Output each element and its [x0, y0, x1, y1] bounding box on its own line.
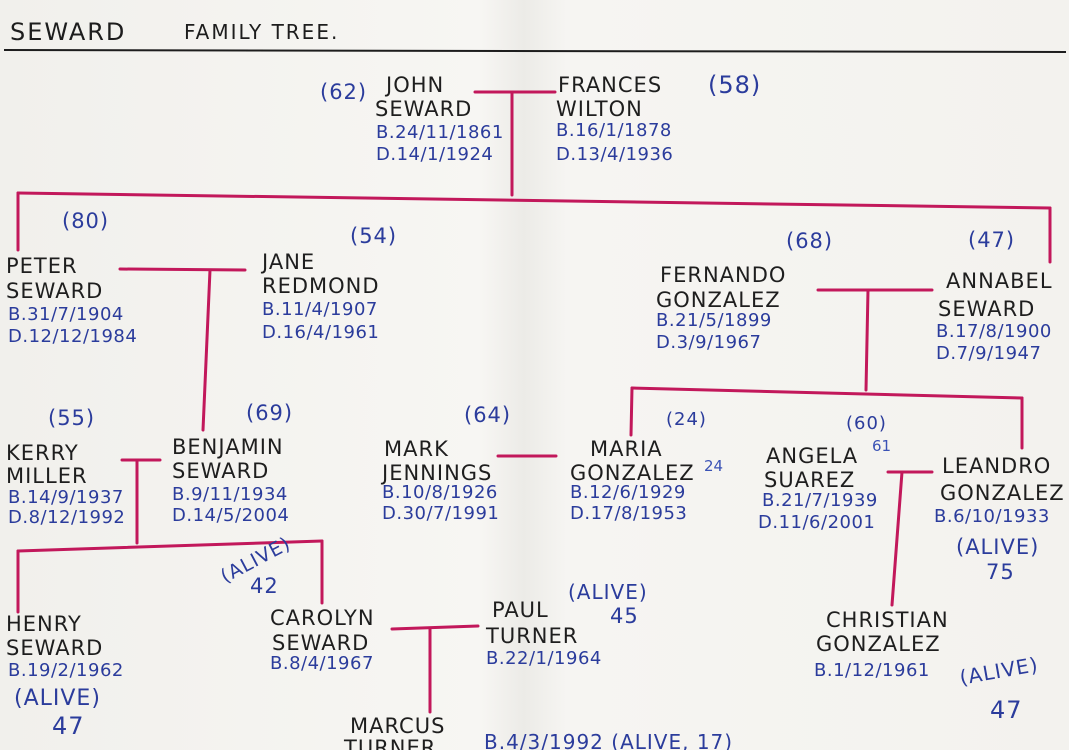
link-carolyn-paul [390, 624, 480, 631]
maria-birth: B.12/6/1929 [570, 482, 686, 503]
frances-death: D.13/4/1936 [556, 144, 674, 165]
peter-age: (80) [62, 209, 110, 233]
christian-birth: B.1/12/1961 [814, 660, 930, 681]
henry-first-name: HENRY [6, 612, 82, 636]
leandro-birth: B.6/10/1933 [934, 506, 1050, 527]
kerry-death: D.8/12/1992 [8, 507, 126, 528]
link-gonzalez-bar [630, 386, 1024, 400]
john-age: (62) [320, 80, 368, 104]
peter-first-name: PETER [6, 254, 78, 278]
maria-surname: GONZALEZ [570, 461, 695, 485]
carolyn-surname: SEWARD [272, 631, 370, 655]
marcus-first-name: MARCUS [350, 714, 446, 738]
fernando-birth: B.21/5/1899 [656, 310, 772, 331]
frances-first-name: FRANCES [558, 73, 663, 97]
maria-death: D.17/8/1953 [570, 503, 688, 524]
mark-age: (64) [464, 403, 512, 427]
annabel-first-name: ANNABEL [946, 269, 1053, 293]
leandro-status: (ALIVE) [956, 535, 1040, 559]
benjamin-birth: B.9/11/1934 [172, 484, 288, 505]
jane-birth: B.11/4/1907 [262, 299, 378, 320]
angela-surname: SUAREZ [764, 468, 856, 492]
peter-surname: SEWARD [6, 279, 104, 303]
henry-surname: SEWARD [6, 636, 104, 660]
benjamin-age: (69) [246, 401, 294, 425]
angela-death: D.11/6/2001 [758, 512, 876, 533]
leandro-surname: GONZALEZ [940, 481, 1065, 505]
paul-birth: B.22/1/1964 [486, 648, 602, 669]
annabel-birth: B.17/8/1900 [936, 321, 1052, 342]
maria-age: (24) [666, 409, 707, 430]
frances-surname: WILTON [556, 97, 643, 121]
jane-age: (54) [350, 224, 398, 248]
angela-age: (60) [846, 413, 887, 434]
marcus-birth-status: B.4/3/1992 (ALIVE, 17) [484, 730, 734, 750]
henry-status: (ALIVE) [14, 686, 101, 711]
mark-surname: JENNINGS [382, 461, 493, 485]
paul-surname: TURNER [486, 624, 579, 648]
maria-first-name: MARIA [590, 437, 663, 461]
link-peter-jane [118, 267, 247, 272]
marcus-surname: TURNER [344, 736, 437, 750]
maria-age-correction: 24 [704, 457, 724, 475]
john-first-name: JOHN [386, 73, 445, 97]
leandro-age: 75 [986, 560, 1015, 584]
link-miller-bar [16, 539, 324, 553]
paul-status: (ALIVE) [568, 580, 648, 604]
jane-first-name: JANE [262, 250, 316, 274]
carolyn-age: 42 [250, 574, 279, 598]
link-children-bar [16, 191, 1052, 210]
peter-death: D.12/12/1984 [8, 326, 138, 347]
angela-first-name: ANGELA [766, 444, 859, 468]
angela-age-correction: 61 [872, 437, 892, 455]
kerry-first-name: KERRY [6, 441, 79, 465]
john-birth: B.24/11/1861 [376, 122, 504, 143]
link-to-maria [629, 386, 634, 437]
john-death: D.14/1/1924 [376, 144, 494, 165]
henry-age: 47 [52, 712, 85, 740]
annabel-death: D.7/9/1947 [936, 343, 1042, 364]
annabel-age: (47) [968, 228, 1016, 252]
christian-age: 47 [990, 696, 1023, 724]
kerry-age: (55) [48, 406, 96, 430]
fernando-surname: GONZALEZ [656, 288, 781, 312]
tree-subtitle: FAMILY TREE. [184, 20, 340, 44]
tree-title: SEWARD [10, 18, 127, 46]
link-fernando-children [864, 288, 870, 392]
christian-first-name: CHRISTIAN [826, 608, 949, 632]
fernando-age: (68) [786, 229, 834, 253]
kerry-surname: MILLER [6, 464, 88, 488]
carolyn-first-name: CAROLYN [270, 606, 375, 630]
mark-death: D.30/7/1991 [382, 503, 500, 524]
mark-birth: B.10/8/1926 [382, 482, 498, 503]
link-to-christian [890, 470, 904, 607]
peter-birth: B.31/7/1904 [8, 304, 124, 325]
benjamin-first-name: BENJAMIN [172, 435, 284, 459]
john-surname: SEWARD [375, 97, 473, 121]
frances-age: (58) [708, 71, 762, 99]
fernando-death: D.3/9/1967 [656, 332, 762, 353]
leandro-first-name: LEANDRO [942, 454, 1052, 478]
carolyn-birth: B.8/4/1967 [270, 653, 374, 674]
link-peter-benjamin [201, 268, 212, 432]
header-rule [3, 49, 1067, 53]
benjamin-surname: SEWARD [172, 459, 270, 483]
kerry-birth: B.14/9/1937 [8, 487, 124, 508]
mark-first-name: MARK [384, 437, 449, 461]
fernando-first-name: FERNANDO [660, 263, 787, 287]
paul-age: 45 [610, 604, 639, 628]
henry-birth: B.19/2/1962 [8, 660, 124, 681]
christian-surname: GONZALEZ [816, 632, 941, 656]
angela-birth: B.21/7/1939 [762, 490, 878, 511]
jane-death: D.16/4/1961 [262, 322, 380, 343]
paul-first-name: PAUL [492, 598, 549, 622]
frances-birth: B.16/1/1878 [556, 120, 672, 141]
jane-surname: REDMOND [262, 274, 380, 298]
benjamin-death: D.14/5/2004 [172, 505, 290, 526]
annabel-surname: SEWARD [938, 297, 1036, 321]
